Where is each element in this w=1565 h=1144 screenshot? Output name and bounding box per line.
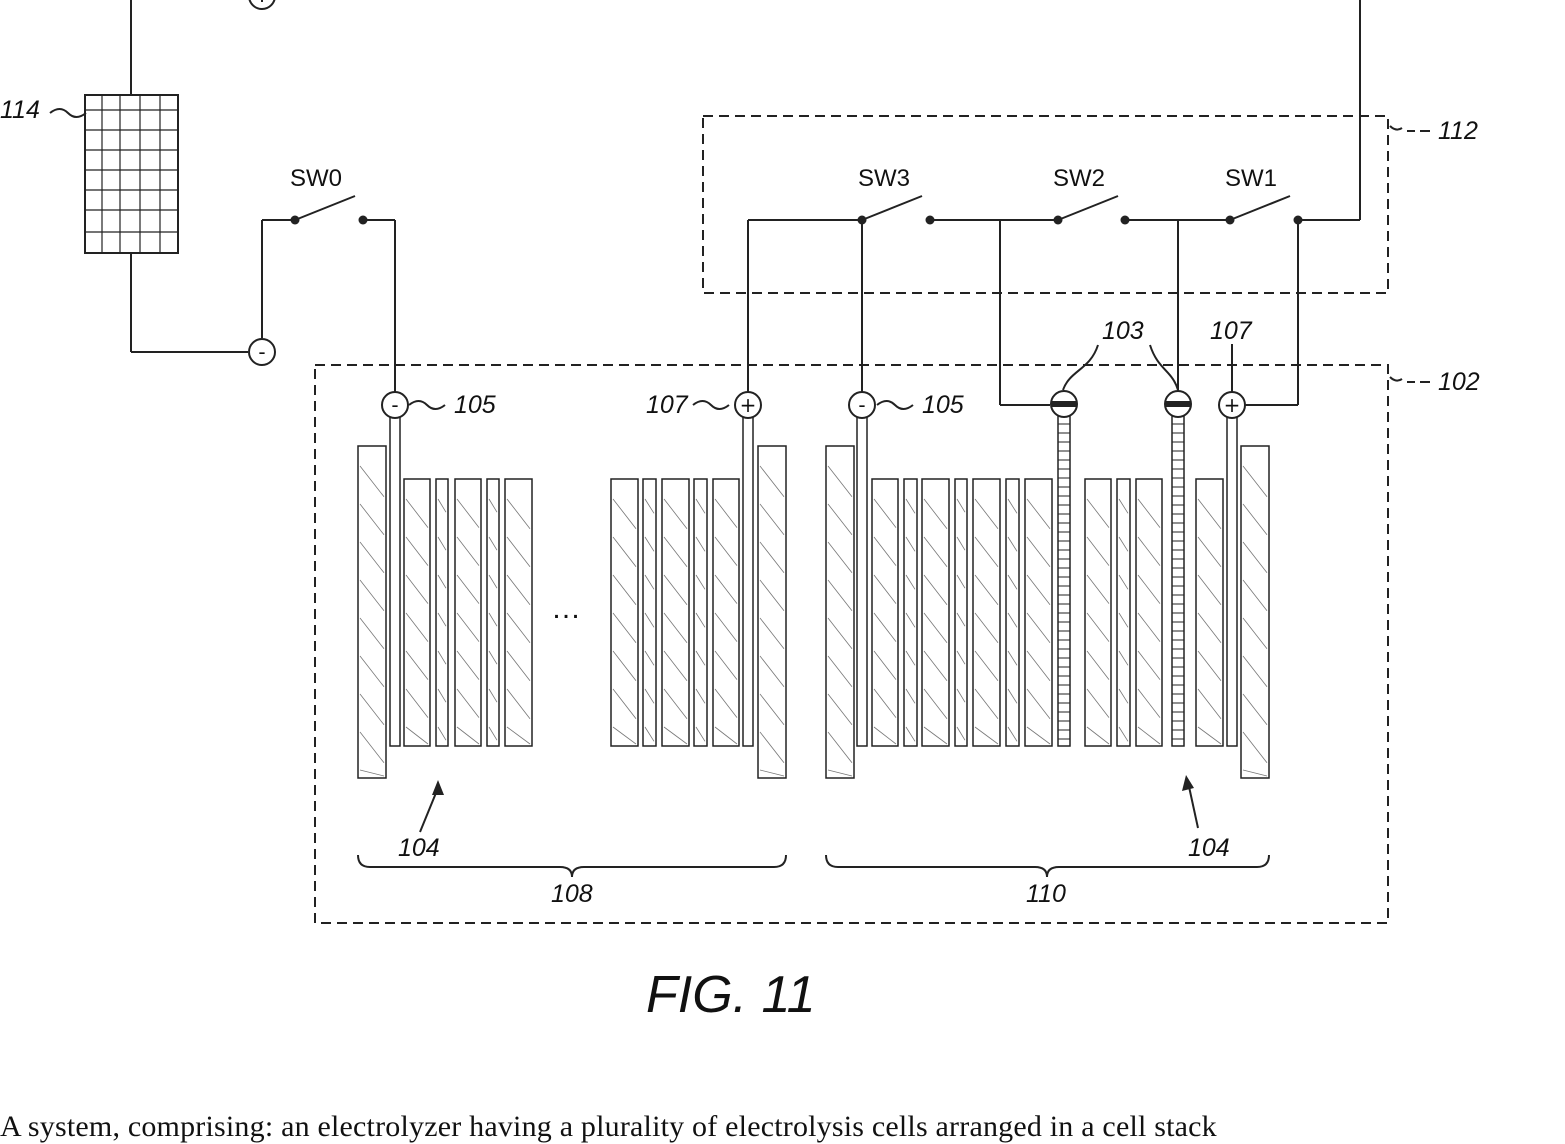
cell-plate (694, 479, 707, 746)
source-positive-terminal (249, 0, 275, 9)
cell-plate (436, 479, 448, 746)
ref-110: 110 (1026, 880, 1066, 908)
cell-plate (973, 479, 1000, 746)
svg-text:-: - (858, 393, 865, 417)
ref-112: 112 (1438, 117, 1478, 145)
ref-107-a: 107 (646, 391, 689, 419)
cell-plate (1196, 479, 1223, 746)
source-negative-terminal: - (249, 339, 275, 365)
figure-title: FIG. 11 (646, 966, 816, 1024)
cell-plate (1025, 479, 1052, 746)
switch-box-112 (703, 116, 1388, 293)
switch-sw2 (1054, 196, 1130, 225)
ref-105-a: 105 (454, 391, 496, 419)
end-plate (1241, 446, 1269, 778)
end-plate (826, 446, 854, 778)
cell-plate (872, 479, 898, 746)
ref-104-a: 104 (398, 834, 440, 862)
cell-plate (643, 479, 656, 746)
svg-text:+: + (1224, 393, 1241, 417)
cell-plate (611, 479, 638, 746)
mid-terminal-1 (1051, 391, 1077, 417)
cell-plate (404, 479, 430, 746)
label-sw0: SW0 (290, 165, 342, 192)
cell-plate (505, 479, 532, 746)
caption-text: A system, comprising: an electrolyzer ha… (0, 1110, 1565, 1144)
ref-107-b: 107 (1210, 317, 1253, 345)
switch-sw3 (858, 196, 935, 225)
pos-terminal-110: + (1219, 392, 1245, 418)
cell-plate (922, 479, 949, 746)
ref-114: 114 (0, 96, 40, 124)
cell-plate (662, 479, 689, 746)
ref-102: 102 (1438, 368, 1480, 396)
ref-103: 103 (1102, 317, 1144, 345)
ref-105-b: 105 (922, 391, 964, 419)
cell-plate (1085, 479, 1111, 746)
switch-sw1 (1226, 196, 1303, 225)
label-sw2: SW2 (1053, 165, 1105, 192)
cell-plate (487, 479, 499, 746)
mid-terminal-2 (1165, 391, 1191, 417)
pos-terminal-108: + (735, 392, 761, 418)
cell-plate (1117, 479, 1130, 746)
ref-104-b: 104 (1188, 834, 1230, 862)
svg-text:+: + (740, 393, 757, 417)
label-sw1: SW1 (1225, 165, 1277, 192)
cell-plate (1006, 479, 1019, 746)
cell-plate (455, 479, 481, 746)
svg-text:-: - (258, 340, 265, 364)
neg-terminal-110: - (849, 392, 875, 418)
solar-panel-icon (85, 95, 178, 253)
cell-plate (713, 479, 739, 746)
cell-plate (955, 479, 967, 746)
stack-ellipsis: … (551, 592, 583, 625)
cell-plate (1136, 479, 1162, 746)
end-plate (758, 446, 786, 778)
switch-sw0 (291, 196, 368, 225)
end-plate (358, 446, 386, 778)
cell-plate (904, 479, 917, 746)
label-sw3: SW3 (858, 165, 910, 192)
svg-text:-: - (391, 393, 398, 417)
neg-terminal-108: - (382, 392, 408, 418)
ref-108: 108 (551, 880, 593, 908)
